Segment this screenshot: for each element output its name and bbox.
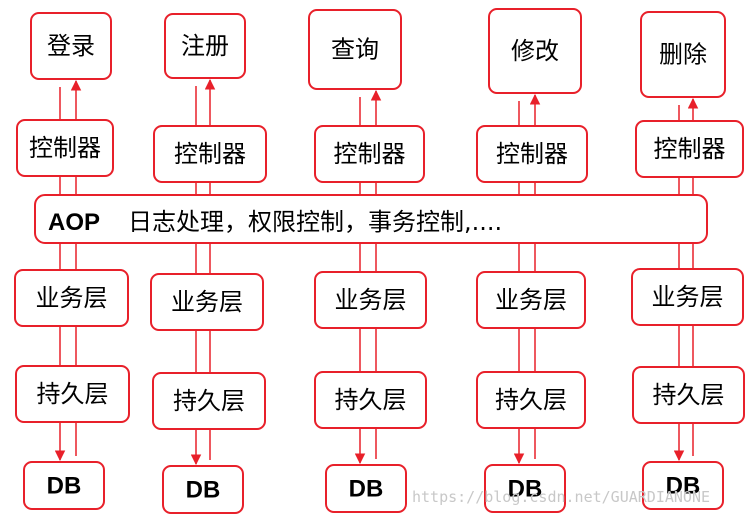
persistence-box-1	[15, 365, 130, 423]
persistence-box-3-label: 持久层	[335, 386, 407, 414]
service-box-2-label: 业务层	[171, 288, 243, 316]
service-box-5	[631, 268, 744, 326]
action-box-3-label: 查询	[331, 36, 379, 64]
persistence-box-1-label: 持久层	[37, 380, 109, 408]
action-box-1-label: 登录	[47, 32, 95, 60]
db-box-1	[23, 461, 105, 510]
service-box-1	[14, 269, 129, 327]
action-box-1	[30, 12, 112, 80]
controller-box-3	[314, 125, 425, 183]
action-box-5-label: 删除	[659, 41, 707, 69]
db-box-4	[484, 464, 566, 513]
action-box-4	[488, 8, 582, 94]
persistence-box-4-label: 持久层	[495, 386, 567, 414]
controller-box-1	[16, 119, 114, 177]
service-box-4-label: 业务层	[495, 286, 567, 314]
aop-description: 日志处理，权限控制，事务控制,....	[128, 208, 502, 236]
controller-box-2	[153, 125, 267, 183]
service-box-3	[314, 271, 427, 329]
db-box-5	[642, 461, 724, 510]
service-box-4	[476, 271, 586, 329]
service-box-2	[150, 273, 264, 331]
db-box-4-label: DB	[508, 476, 543, 503]
action-box-5	[640, 11, 726, 98]
persistence-box-3	[314, 371, 427, 429]
controller-box-5	[635, 120, 744, 178]
persistence-box-4	[476, 371, 586, 429]
controller-box-5-label: 控制器	[654, 135, 726, 163]
action-box-2	[164, 13, 246, 79]
persistence-box-2	[152, 372, 266, 430]
service-box-1-label: 业务层	[36, 284, 108, 312]
action-box-2-label: 注册	[181, 32, 229, 60]
db-box-2	[162, 465, 244, 514]
aop-title: AOP	[48, 209, 100, 236]
db-box-1-label: DB	[47, 473, 82, 500]
action-box-3	[308, 9, 402, 90]
persistence-box-5	[632, 366, 745, 424]
action-box-4-label: 修改	[511, 37, 559, 65]
db-box-5-label: DB	[666, 473, 701, 500]
controller-box-2-label: 控制器	[174, 140, 246, 168]
controller-box-4-label: 控制器	[496, 140, 568, 168]
controller-box-4	[476, 125, 588, 183]
aop-band	[34, 194, 708, 244]
controller-box-3-label: 控制器	[334, 140, 406, 168]
service-box-3-label: 业务层	[335, 286, 407, 314]
service-box-5-label: 业务层	[652, 283, 724, 311]
persistence-box-2-label: 持久层	[173, 387, 245, 415]
watermark: https://blog.csdn.net/GUARDIANONE	[412, 488, 710, 506]
db-box-3	[325, 464, 407, 513]
db-box-3-label: DB	[349, 476, 384, 503]
persistence-box-5-label: 持久层	[653, 381, 725, 409]
db-box-2-label: DB	[186, 477, 221, 504]
controller-box-1-label: 控制器	[29, 134, 101, 162]
